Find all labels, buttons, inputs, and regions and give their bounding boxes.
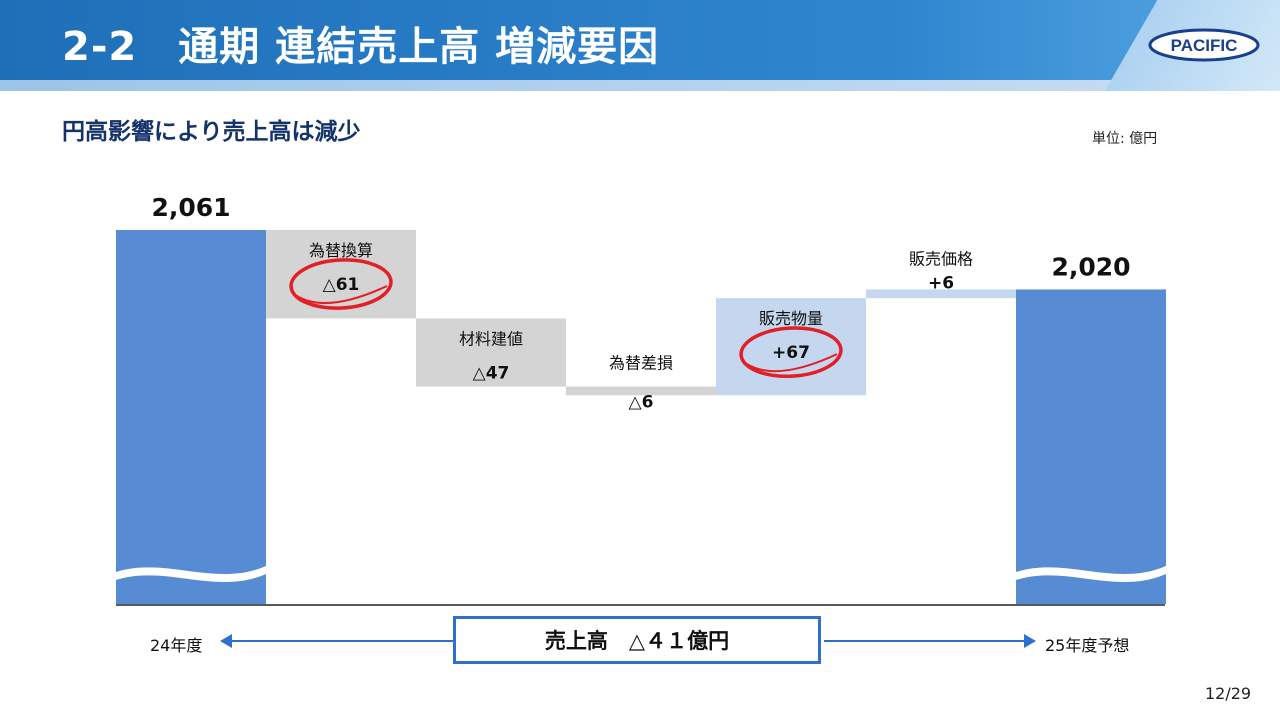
bar-step-5-value-label: +6 bbox=[928, 273, 954, 293]
bar-end-total bbox=[1016, 289, 1166, 604]
end-period-label: 25年度予想 bbox=[1045, 636, 1130, 655]
left-arrow-head bbox=[220, 634, 232, 648]
right-arrow-head bbox=[1024, 634, 1036, 648]
bar-step-1-highlight-circle bbox=[289, 258, 393, 310]
bar-step-1-highlight-stroke bbox=[296, 285, 388, 305]
bar-step-1-value-label: △61 bbox=[323, 275, 360, 295]
bar-step-2 bbox=[416, 318, 566, 387]
bar-step-4-value-label: +67 bbox=[772, 343, 810, 363]
start-period-label: 24年度 bbox=[150, 636, 203, 655]
bar-step-3-category-label: 為替差損 bbox=[609, 354, 673, 373]
summary-box: 売上高 △４１億円 bbox=[453, 616, 821, 664]
logo-text: PACIFIC bbox=[1171, 36, 1238, 55]
unit-label: 単位: 億円 bbox=[1092, 131, 1158, 147]
bar-step-2-category-label: 材料建値 bbox=[459, 329, 523, 348]
bar-start-total bbox=[116, 230, 266, 604]
header-stripe bbox=[0, 80, 1280, 91]
bar-step-2-value-label: △47 bbox=[473, 363, 510, 383]
bar-step-1 bbox=[266, 230, 416, 319]
axis-break-end bbox=[1016, 566, 1166, 583]
bar-step-3 bbox=[566, 386, 716, 396]
pacific-logo: PACIFIC bbox=[1148, 28, 1260, 62]
slide-subtitle: 円高影響により売上高は減少 bbox=[62, 119, 361, 145]
bar-step-4-category-label: 販売物量 bbox=[759, 309, 823, 328]
bar-start-value-label: 2,061 bbox=[151, 193, 230, 222]
bar-step-4-highlight-circle bbox=[739, 326, 843, 379]
bar-step-1-category-label: 為替換算 bbox=[309, 241, 373, 260]
axis-break-start bbox=[116, 566, 266, 583]
bar-step-3-value-label: △6 bbox=[629, 392, 654, 412]
bar-step-4-highlight-stroke bbox=[746, 353, 838, 373]
bar-step-5-category-label: 販売価格 bbox=[909, 249, 973, 268]
bar-step-5 bbox=[866, 289, 1016, 299]
bar-end-value-label: 2,020 bbox=[1051, 252, 1130, 281]
page-title: 2-2 通期 連結売上高 増減要因 bbox=[62, 24, 660, 70]
page-number: 12/29 bbox=[1205, 684, 1252, 703]
